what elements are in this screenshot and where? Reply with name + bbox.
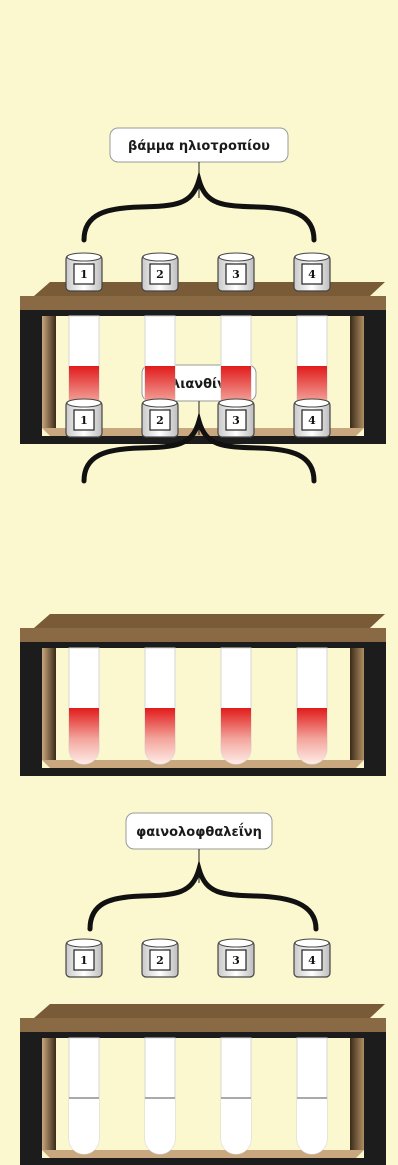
tube-cap-rim — [142, 398, 178, 408]
curly-brace — [87, 859, 319, 932]
panel-3: φαινολοφθαλεΐνη — [20, 812, 386, 1165]
test-tube-rack — [20, 614, 386, 776]
indicator-callout: φαινολοφθαλεΐνη — [125, 812, 273, 883]
indicator-callout: βάμμα ηλιοτροπίου — [109, 127, 289, 198]
curly-brace — [81, 170, 317, 243]
indicator-label: φαινολοφθαλεΐνη — [136, 823, 262, 840]
tube-liquid — [69, 708, 99, 764]
test-tube: 4 — [293, 938, 331, 1155]
test-tube-rack — [20, 282, 386, 444]
curly-brace — [81, 411, 317, 484]
tube-cap-rim — [66, 252, 102, 262]
tube-cap-rim — [142, 252, 178, 262]
indicator-label: βάμμα ηλιοτροπίου — [128, 139, 270, 154]
tube-cap-rim — [142, 938, 178, 948]
tube-number-box — [149, 263, 171, 285]
test-tube: 4 — [293, 398, 331, 765]
tube-number: 3 — [232, 414, 240, 427]
tube-liquid — [221, 708, 251, 764]
tube-liquid — [221, 1098, 251, 1154]
panel-1: βάμμα ηλιοτροπίου — [20, 127, 386, 444]
test-tube: 1 — [65, 938, 103, 1155]
tubes-layer: 1 2 3 4 1 2 3 4 1 2 3 4 — [65, 252, 331, 1155]
tube-number-box — [225, 949, 247, 971]
tube-number-box — [301, 949, 323, 971]
test-tube: 1 — [65, 398, 103, 765]
tube-number: 4 — [308, 954, 316, 967]
tube-number: 4 — [308, 414, 316, 427]
tube-cap-rim — [294, 938, 330, 948]
test-tube-rack — [20, 1004, 386, 1165]
tube-number: 3 — [232, 268, 240, 281]
tube-number: 2 — [156, 954, 164, 967]
tube-number: 1 — [80, 414, 88, 427]
tube-number-box — [149, 409, 171, 431]
tube-cap-rim — [294, 398, 330, 408]
tube-number-box — [73, 949, 95, 971]
test-tube: 3 — [217, 938, 255, 1155]
test-tube: 2 — [141, 398, 179, 765]
tube-number-box — [301, 263, 323, 285]
tube-number: 2 — [156, 268, 164, 281]
indicator-label: ηλιανθίνη — [163, 377, 235, 392]
tube-liquid — [145, 708, 175, 764]
tube-cap-rim — [66, 398, 102, 408]
tube-number: 4 — [308, 268, 316, 281]
tube-cap-rim — [218, 252, 254, 262]
test-tube: 3 — [217, 398, 255, 765]
tube-liquid — [69, 1098, 99, 1154]
tube-liquid — [297, 708, 327, 764]
tube-number-box — [73, 263, 95, 285]
tube-cap-rim — [218, 938, 254, 948]
tube-number: 2 — [156, 414, 164, 427]
tube-number-box — [225, 263, 247, 285]
tube-cap-rim — [294, 252, 330, 262]
tube-number-box — [149, 949, 171, 971]
tube-number-box — [301, 409, 323, 431]
tube-liquid — [145, 1098, 175, 1154]
tube-number-box — [73, 409, 95, 431]
tube-number-box — [225, 409, 247, 431]
tube-cap-rim — [218, 398, 254, 408]
test-tube: 2 — [141, 938, 179, 1155]
tube-number: 1 — [80, 268, 88, 281]
tube-number: 3 — [232, 954, 240, 967]
tube-number: 1 — [80, 954, 88, 967]
tube-liquid — [297, 1098, 327, 1154]
tube-cap-rim — [66, 938, 102, 948]
